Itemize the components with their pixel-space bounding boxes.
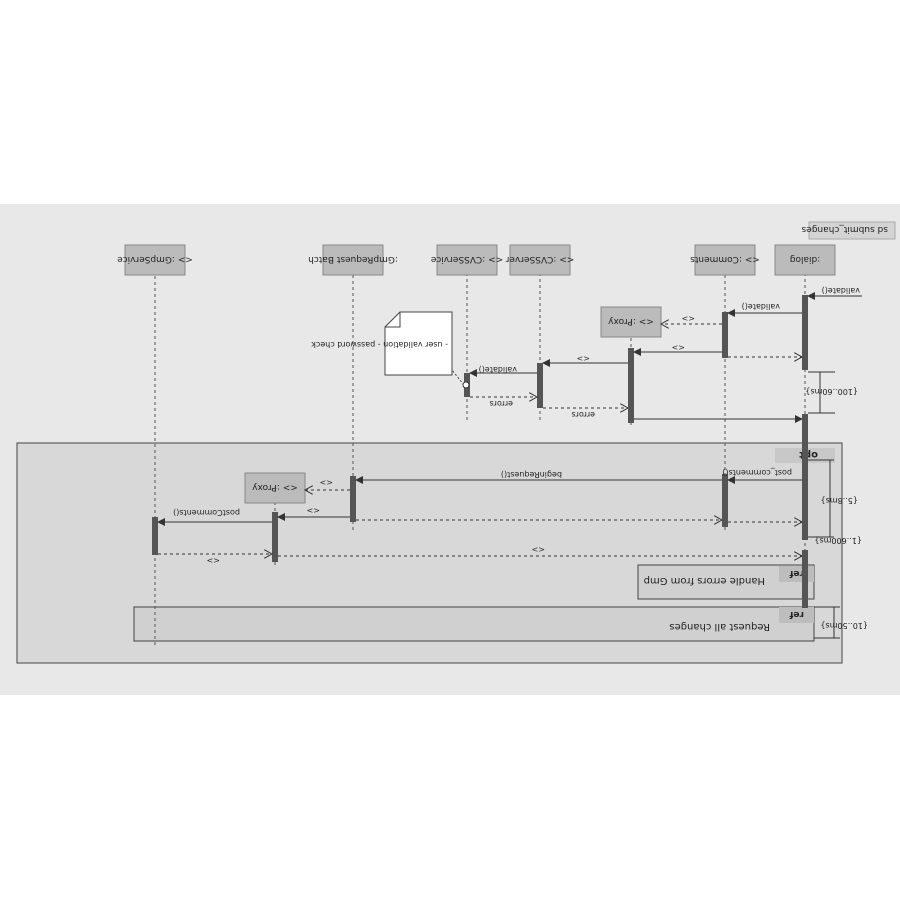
lifeline-label: :GmpRequest Batch [308,254,398,264]
note-shape [384,311,453,376]
activation-bar [802,414,808,448]
msg-label: <> [320,478,333,487]
opt-label: opt [799,449,818,460]
message-labels: validate() validate() <> <> <> validate(… [173,286,860,565]
lifeline-label: <> :CVSService [430,254,503,264]
proxy-label: <> :Proxy [252,482,298,492]
msg-label: beginRequest() [501,470,562,479]
lifeline-box-gmpservice [124,244,186,276]
msg-label: <> [532,545,545,554]
lifeline-label: <> :CVSServer [505,254,574,264]
note-fold [385,312,401,328]
activation-bar [802,448,808,540]
activation-bar [152,517,158,555]
duration-constraints [808,371,840,639]
msg-label: validate() [479,365,517,374]
msg-label: <> [672,343,685,352]
proxy-label: <> :Proxy [608,316,654,326]
lifeline-box-dialog [774,244,836,276]
lifeline-box-cvsservice [436,244,498,276]
ref-text: Handle errors from Gmp [644,575,765,586]
msg-label: <> [577,354,590,363]
note: - user validation - password check [311,311,470,389]
duration-label: {5..8ms} [821,496,858,505]
lifeline-label: :dialog [790,254,820,264]
msg-label: <> [682,314,695,323]
diagram-title: sd submit_changes [801,224,888,234]
duration-label: {1..600ms} [814,536,862,545]
lifeline-box-gmpbatch [322,244,384,276]
ref-tag: ref [789,568,804,578]
ref-tag: ref [789,609,804,619]
note-text: - user validation - password check [311,340,448,349]
lifeline-box-cvsserver [509,244,571,276]
msg-label: post_comments() [722,468,792,477]
lifeline-heads: :dialog <> :Comments <> :CVSServer <> :C… [117,244,836,504]
ref-request-all-changes [133,606,815,642]
diagram-title-box [808,221,896,240]
lifeline-label: <> :Comments [690,254,760,264]
activation-bar [802,550,808,608]
lifeline-box-comments [694,244,756,276]
activations [152,295,808,608]
activation-bar [802,295,808,370]
msg-label: <> [207,556,220,565]
activation-bar [628,348,634,423]
activation-bar [537,363,543,408]
activation-bar [350,476,356,522]
msg-label: postComments() [173,508,240,517]
msg-label: <> [307,506,320,515]
activation-bar [722,474,728,527]
duration-labels: {100..60ms} {5..8ms} {1..600ms} {10..50m… [805,387,868,630]
ref-tag-box [779,607,814,623]
msg-label: errors [489,399,513,408]
activation-bar [272,512,278,562]
msg-label: errors [571,410,595,419]
msg-label: validate() [742,302,780,311]
msg-label: validate() [822,286,860,295]
note-connector [451,369,465,386]
note-anchor [462,381,470,389]
duration-label: {100..60ms} [805,387,858,396]
activation-bar [722,312,728,358]
lifeline-label: <> :GmpService [117,254,193,264]
duration-label: {10..50ms} [820,621,868,630]
ref-text: Request all changes [669,621,770,632]
messages [157,292,862,556]
